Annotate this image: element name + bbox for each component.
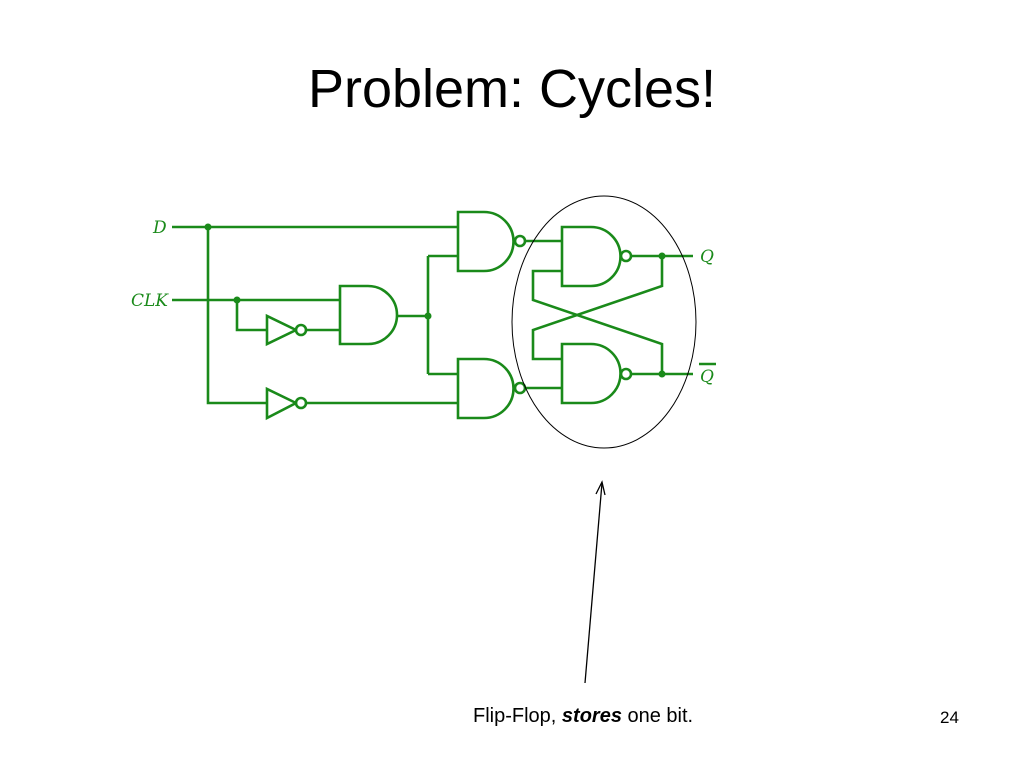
caption-emphasis: stores	[561, 705, 622, 727]
label-d: D	[152, 218, 167, 238]
inverter-clk	[265, 313, 299, 347]
nand-gate-input-bottom	[456, 357, 515, 420]
feedback-qbar-to-top	[531, 269, 664, 374]
latch-nand-top-bubble	[619, 249, 633, 263]
caption-prefix: Flip-Flop,	[473, 705, 562, 727]
pointer-arrow-line	[584, 482, 603, 684]
nand-gate-input-bottom-bubble	[513, 381, 527, 395]
caption-suffix: one bit.	[621, 705, 694, 727]
wire-d-down	[206, 227, 267, 405]
nand-gate-input-top-bubble	[513, 234, 527, 248]
label-q-bar: Q	[700, 367, 714, 387]
pointer-arrow-head	[595, 480, 606, 496]
inverter-clk-bubble	[294, 323, 308, 337]
nand-gate-input-top	[456, 210, 515, 273]
caption: Flip-Flop, stores one bit.	[473, 705, 693, 728]
label-q: Q	[700, 247, 714, 267]
inverter-d	[265, 386, 299, 421]
latch-highlight-ellipse	[511, 195, 697, 449]
latch-nand-bottom-bubble	[619, 367, 633, 381]
slide-title: Problem: Cycles!	[307, 59, 717, 119]
latch-nand-top	[560, 225, 622, 288]
and-gate-clock	[338, 284, 399, 346]
label-clk: CLK	[131, 291, 169, 311]
wire-clk-down	[235, 300, 267, 332]
inverter-d-bubble	[294, 396, 308, 410]
latch-nand-bottom	[560, 342, 622, 405]
page-number: 24	[940, 708, 959, 727]
feedback-q-to-bottom	[531, 256, 664, 361]
